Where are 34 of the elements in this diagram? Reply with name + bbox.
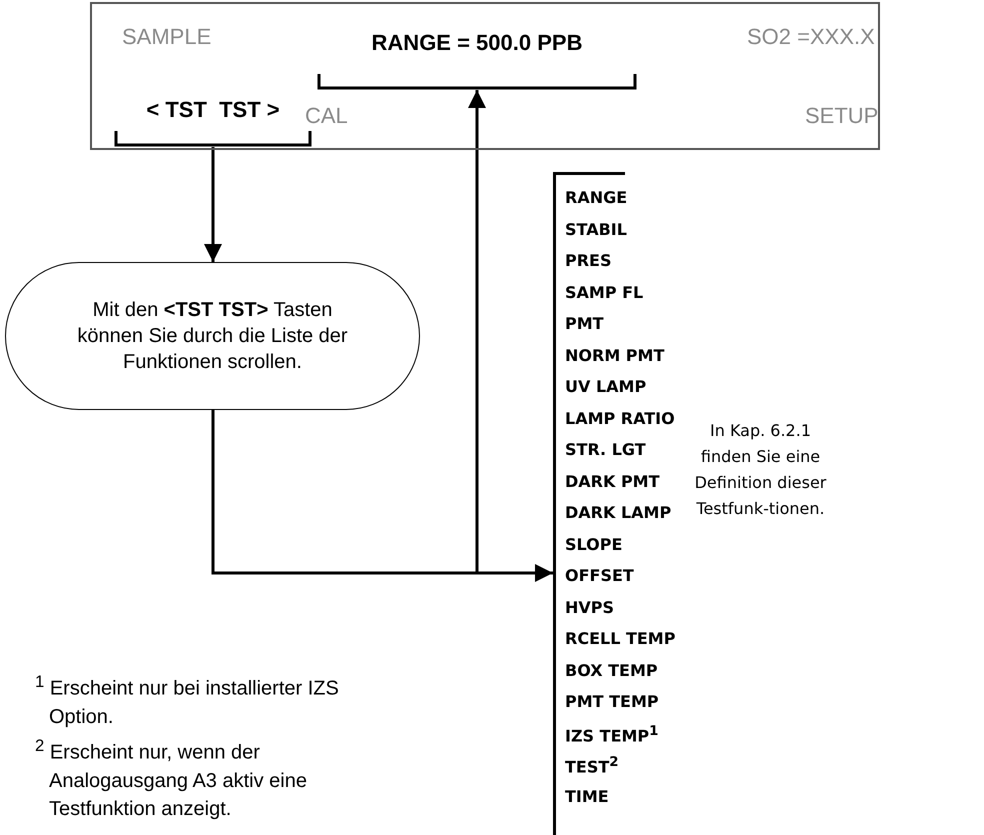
list-item: OFFSET	[565, 566, 634, 585]
list-item: PMT	[565, 314, 604, 333]
rounded-callout	[5, 262, 420, 410]
list-item: PRES	[565, 251, 612, 270]
list-item: DARK LAMP	[565, 503, 672, 522]
list-item: STABIL	[565, 220, 627, 238]
display-text: SO2 =XXX.X	[747, 24, 875, 50]
footnote: $^{1}$ Erscheint nur bei installierter IZS Option.	[35, 671, 340, 730]
note-text: In Kap. 6.2.1 finden Sie eine Definition dieser Testfunk-tionen.	[694, 420, 828, 520]
callout-text: Mit den <TST TST> Tasten können Sie durch die Liste der Funktionen scrollen.	[76, 298, 349, 375]
list-item: NORM PMT	[565, 346, 664, 364]
display-text: SETUP	[805, 103, 878, 129]
list-item: RCELL TEMP	[565, 629, 676, 648]
display-text: SAMPLE	[122, 24, 212, 50]
arrow	[212, 90, 486, 574]
list-item: TEST$^{2}$	[565, 755, 619, 776]
footnote: $^{2}$ Erscheint nur, wenn der Analogausgang A3 aktiv eine Testfunktion anzeigt.	[35, 735, 308, 822]
list-item: RANGE	[565, 188, 628, 207]
list-item: SLOPE	[565, 534, 622, 554]
display-key-text: RANGE = 500.0 PPB	[372, 30, 582, 55]
list-item: SAMP FL	[565, 282, 644, 302]
list-item: BOX TEMP	[565, 660, 658, 680]
list-item: IZS TEMP$^{1}$	[565, 724, 658, 745]
list-item: STR. LGT	[565, 440, 646, 459]
list-item: UV LAMP	[565, 377, 646, 396]
list-item: HVPS	[565, 598, 614, 616]
list-item: TIME	[565, 786, 609, 806]
list-item: DARK PMT	[565, 472, 660, 490]
arrow	[204, 147, 222, 262]
display-panel	[90, 2, 880, 150]
display-key-text: < TST TST >	[146, 97, 280, 122]
list-item: LAMP RATIO	[565, 408, 675, 428]
list-item: PMT TEMP	[565, 692, 659, 711]
display-text: CAL	[305, 103, 348, 129]
